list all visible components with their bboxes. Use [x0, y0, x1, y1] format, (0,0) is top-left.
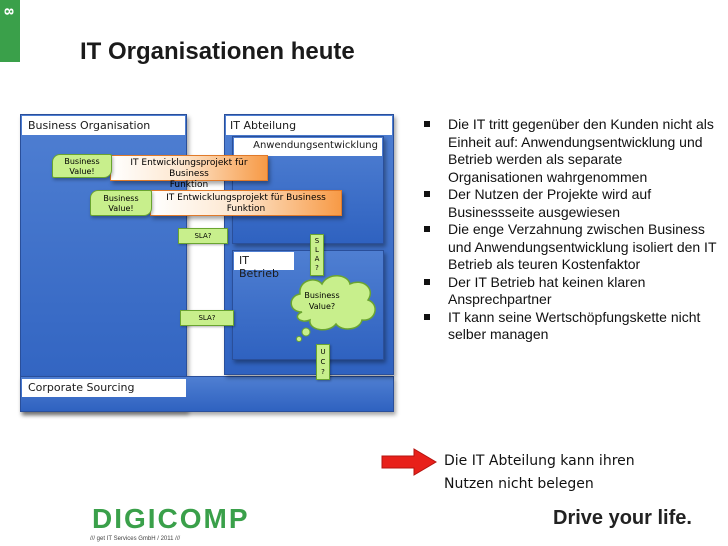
footer-tagline: /// get IT Services GmbH / 2011 /// [90, 536, 181, 542]
bullet-list: Die IT tritt gegenüber den Kunden nicht … [420, 116, 720, 344]
thought-cloud-text: Business Value? [304, 291, 340, 311]
corporate-sourcing-box: Corporate Sourcing [20, 376, 394, 412]
anwendungsentwicklung-label: Anwendungsentwicklung [234, 138, 382, 156]
project-1-business-value: Business Value! [52, 154, 112, 178]
project-1-bar: IT Entwicklungsprojekt für Business Funk… [110, 155, 268, 190]
bullet-item-1: Die IT tritt gegenüber den Kunden nicht … [420, 116, 720, 186]
project-2-business-value: Business Value! [90, 190, 152, 216]
page-number-tab: 8 [0, 0, 20, 62]
digicomp-logo: DIGICOMP [92, 503, 250, 534]
sla-tag-top: SLA? [178, 228, 228, 244]
bullet-item-3: Die enge Verzahnung zwischen Business un… [420, 221, 720, 274]
thought-cloud-icon [290, 275, 376, 342]
project-2-bar: IT Entwicklungsprojekt für Business Funk… [150, 190, 342, 216]
bullet-item-2: Der Nutzen der Projekte wird auf Busines… [420, 186, 720, 221]
slide-title: IT Organisationen heute [80, 38, 355, 65]
sla-vertical-tag: S L A ? [310, 234, 324, 276]
sla-tag-bottom: SLA? [180, 310, 234, 326]
business-organisation-label: Business Organisation [22, 116, 185, 135]
it-abteilung-label: IT Abteilung [226, 116, 392, 135]
it-betrieb-label: IT Betrieb [234, 252, 294, 280]
red-arrow-icon [381, 448, 437, 476]
uc-vertical-tag: U C ? [316, 344, 330, 380]
bullet-item-5: IT kann seine Wertschöpfungskette nicht … [420, 309, 720, 344]
conclusion-text: Die IT Abteilung kann ihren Nutzen nicht… [444, 453, 635, 492]
corporate-sourcing-label: Corporate Sourcing [22, 379, 186, 397]
bullet-item-4: Der IT Betrieb hat keinen klaren Ansprec… [420, 274, 720, 309]
slogan: Drive your life. [553, 507, 692, 529]
